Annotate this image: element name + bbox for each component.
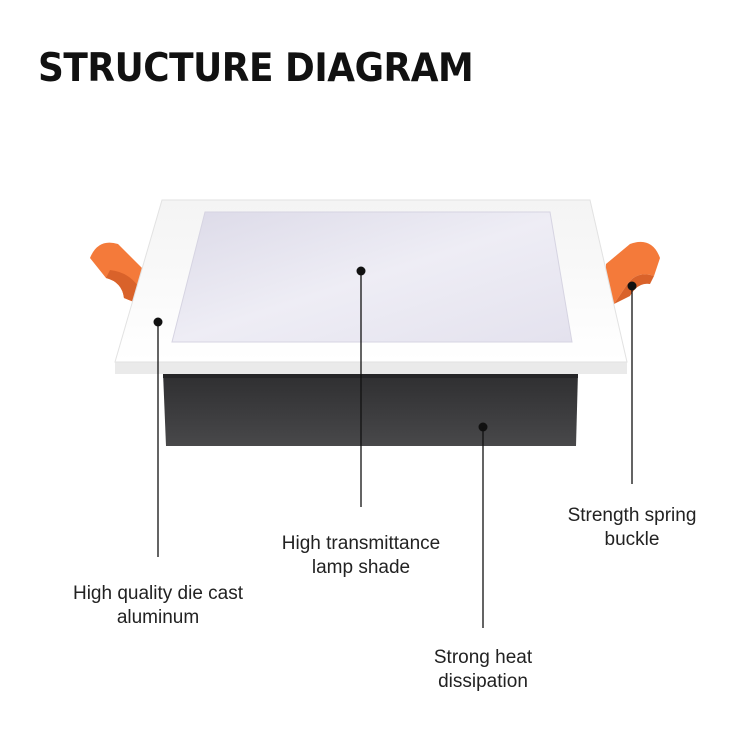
leader-die-cast (153, 317, 163, 557)
callout-heat-dissipation: Strong heat dissipation (433, 647, 533, 692)
heatsink-body (163, 372, 578, 446)
diffuser-panel (172, 212, 572, 342)
leader-heat-dissipation (478, 422, 488, 628)
leader-lamp-shade (356, 266, 366, 507)
leader-spring-buckle (627, 281, 637, 484)
callout-die-cast: High quality die cast aluminum (72, 583, 244, 628)
callout-lamp-shade: High transmittance lamp shade (281, 533, 441, 578)
right-spring-clip (604, 241, 660, 304)
page-title: STRUCTURE DIAGRAM (38, 46, 474, 91)
callout-spring-buckle: Strength spring buckle (567, 505, 697, 550)
